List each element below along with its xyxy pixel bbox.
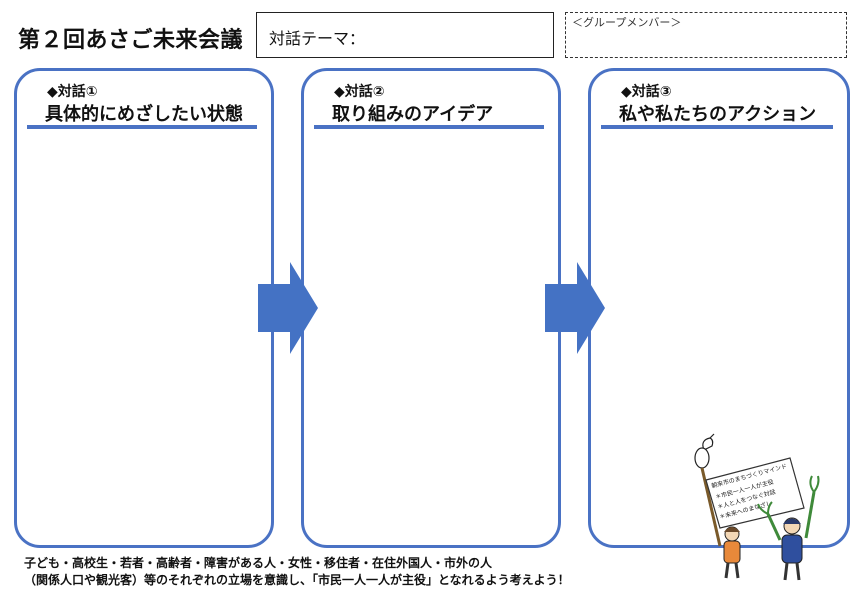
dialogue-panel-1[interactable]: ◆対話① 具体的にめざしたい状態 bbox=[14, 68, 274, 548]
footer-line-2: （関係人口や観光客）等のそれぞれの立場を意識し、「市民一人一人が主役」となれるよ… bbox=[24, 573, 570, 587]
group-members-field[interactable]: ＜グループメンバー＞ bbox=[565, 12, 847, 58]
heading-underline bbox=[27, 125, 257, 129]
dialogue-panel-3[interactable]: ◆対話③ 私や私たちのアクション bbox=[588, 68, 850, 548]
panel-heading: 私や私たちのアクション bbox=[619, 104, 817, 125]
dialogue-panel-2[interactable]: ◆対話② 取り組みのアイデア bbox=[301, 68, 561, 548]
page-title: 第２回あさご未来会議 bbox=[18, 28, 244, 53]
group-members-label: ＜グループメンバー＞ bbox=[572, 16, 682, 29]
panel-number: ◆対話① bbox=[47, 84, 98, 100]
heading-underline bbox=[314, 125, 544, 129]
arrow-right-icon bbox=[545, 262, 605, 354]
footer-line-1: 子ども・高校生・若者・高齢者・障害がある人・女性・移住者・在住外国人・市外の人 bbox=[24, 556, 493, 570]
people-with-flag-illustration: 朝来市のまちづくりマインド ＊市民一人一人が主役 ＊人と人をつなぐ対話 ＊未来へ… bbox=[694, 433, 820, 581]
heading-underline bbox=[601, 125, 833, 129]
arrow-right-icon bbox=[258, 262, 318, 354]
dialogue-theme-field[interactable]: 対話テーマ： bbox=[256, 12, 554, 58]
dialogue-theme-label: 対話テーマ： bbox=[269, 29, 366, 48]
panel-number: ◆対話② bbox=[334, 84, 385, 100]
footer-note: 子ども・高校生・若者・高齢者・障害がある人・女性・移住者・在住外国人・市外の人 … bbox=[24, 555, 570, 589]
panel-heading: 取り組みのアイデア bbox=[332, 104, 494, 125]
panel-heading: 具体的にめざしたい状態 bbox=[45, 104, 243, 125]
panel-number: ◆対話③ bbox=[621, 84, 672, 100]
